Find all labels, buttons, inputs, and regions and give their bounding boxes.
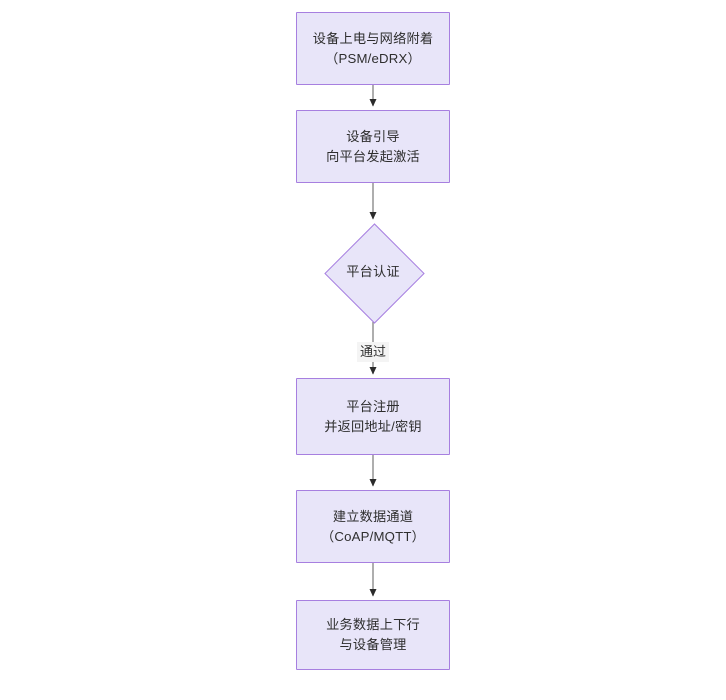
node-power-on[interactable]: 设备上电与网络附着 （PSM/eDRX）	[296, 12, 450, 85]
node-platform-auth[interactable]: 平台认证	[323, 222, 425, 324]
node-data-channel[interactable]: 建立数据通道 （CoAP/MQTT）	[296, 490, 450, 563]
node-business-data[interactable]: 业务数据上下行 与设备管理	[296, 600, 450, 670]
node-platform-register[interactable]: 平台注册 并返回地址/密钥	[296, 378, 450, 455]
node-data-channel-line-2: （CoAP/MQTT）	[320, 528, 426, 544]
node-business-data-line-2: 与设备管理	[339, 637, 407, 652]
node-power-on-line-1: 设备上电与网络附着	[312, 30, 434, 46]
node-platform-auth-label: 平台认证	[346, 264, 400, 279]
node-bootstrap-line-2: 向平台发起激活	[326, 148, 420, 164]
node-bootstrap-line-1: 设备引导	[346, 128, 400, 144]
edge-label-pass: 通过	[356, 342, 390, 362]
node-platform-register-line-2: 并返回地址/密钥	[324, 418, 422, 434]
node-business-data-line-1: 业务数据上下行	[326, 617, 420, 632]
node-platform-register-line-1: 平台注册	[346, 398, 400, 414]
node-bootstrap[interactable]: 设备引导 向平台发起激活	[296, 110, 450, 183]
node-data-channel-line-1: 建立数据通道	[332, 508, 414, 524]
node-power-on-line-2: （PSM/eDRX）	[325, 50, 421, 66]
